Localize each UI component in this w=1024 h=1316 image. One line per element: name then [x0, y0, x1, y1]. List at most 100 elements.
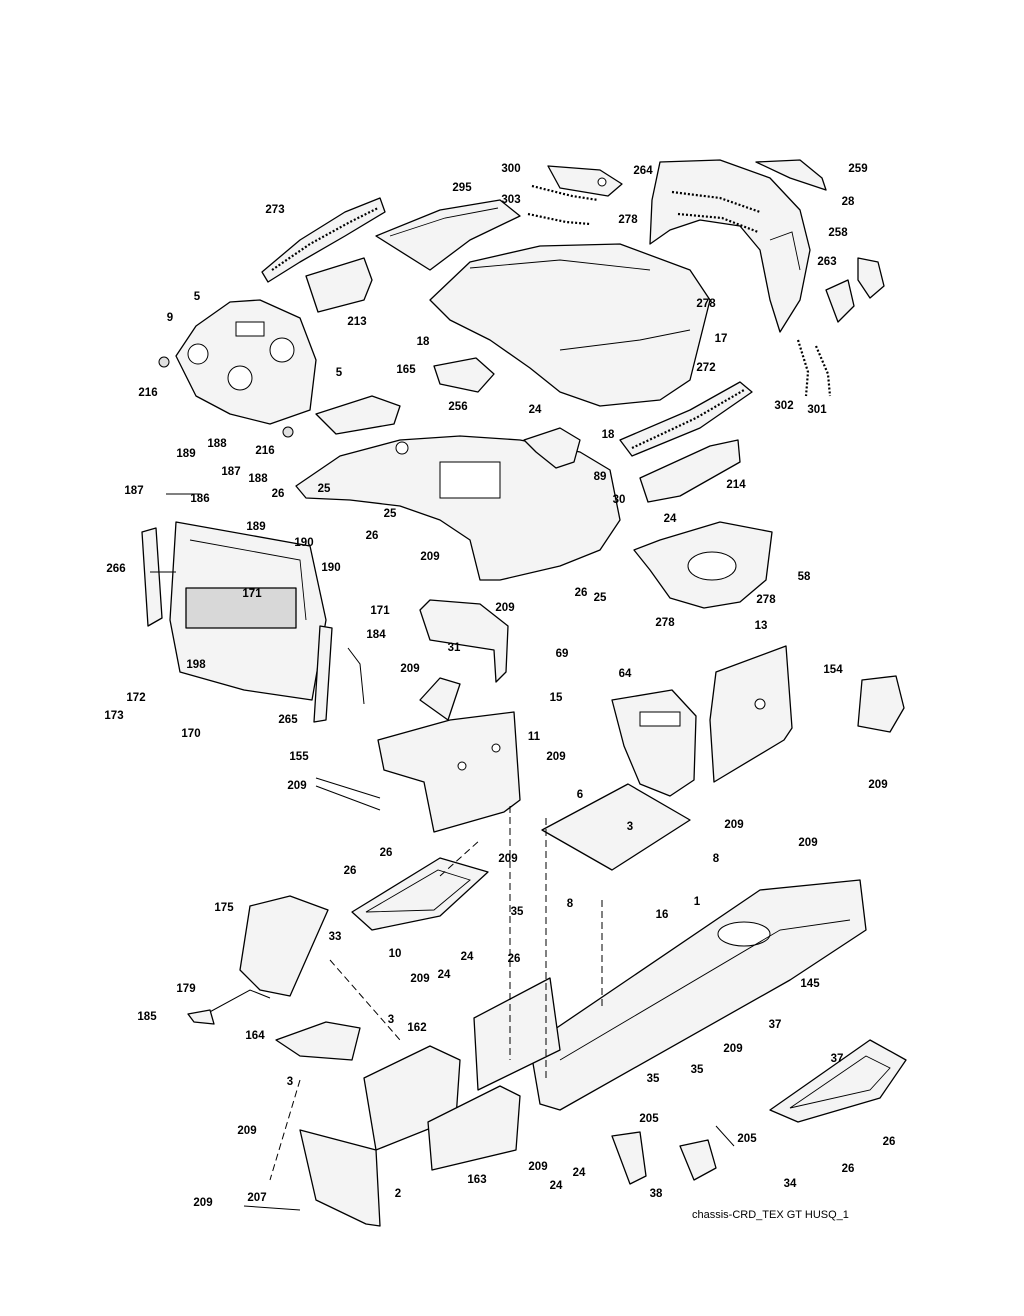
callout-205: 205: [737, 1133, 757, 1145]
diagram-caption: chassis-CRD_TEX GT HUSQ_1: [692, 1209, 849, 1221]
callout-209: 209: [546, 751, 565, 763]
part-216-knobs: [158, 356, 294, 438]
callout-26: 26: [366, 530, 379, 542]
callout-264: 264: [633, 165, 653, 177]
callout-8: 8: [567, 898, 574, 910]
callout-24: 24: [550, 1180, 563, 1192]
part-264-light-bracket: [547, 165, 623, 197]
callout-214: 214: [726, 479, 746, 491]
callout-3: 3: [287, 1076, 293, 1088]
callout-31: 31: [448, 642, 461, 654]
callout-209: 209: [287, 780, 306, 792]
callout-278: 278: [618, 214, 638, 226]
callout-209: 209: [237, 1125, 256, 1137]
callout-209: 209: [400, 663, 419, 675]
callout-209: 209: [528, 1161, 547, 1173]
callout-173: 173: [104, 710, 123, 722]
callout-213: 213: [347, 316, 366, 328]
callout-16: 16: [656, 909, 669, 921]
callout-24: 24: [529, 404, 542, 416]
part-31-bracket: [419, 599, 509, 683]
part-165-256-covers: [315, 357, 495, 435]
callout-175: 175: [214, 902, 234, 914]
callout-190: 190: [321, 562, 340, 574]
callout-1: 1: [694, 896, 701, 908]
part-38-brackets: [611, 1131, 717, 1185]
callout-258: 258: [828, 227, 848, 239]
callout-266: 266: [106, 563, 125, 575]
part-266-265-side-strips: [141, 527, 333, 723]
callout-216: 216: [255, 445, 274, 457]
callout-187: 187: [221, 466, 240, 478]
callout-64: 64: [619, 668, 632, 680]
part-154-hinge: [857, 675, 905, 733]
callout-58: 58: [798, 571, 811, 583]
part-13-side-plate: [709, 645, 793, 783]
callout-6: 6: [577, 789, 583, 801]
callout-89: 89: [594, 471, 607, 483]
callout-9: 9: [167, 312, 173, 324]
part-184-rod: [347, 647, 365, 705]
callout-198: 198: [186, 659, 206, 671]
callout-10: 10: [389, 948, 402, 960]
part-34-footrest: [769, 1039, 907, 1123]
part-33-pedal-frame: [351, 857, 489, 931]
callout-186: 186: [190, 493, 209, 505]
callout-28: 28: [842, 196, 855, 208]
callout-145: 145: [800, 978, 820, 990]
callout-3: 3: [388, 1014, 394, 1026]
callout-24: 24: [461, 951, 474, 963]
callout-18: 18: [602, 429, 615, 441]
callout-209: 209: [498, 853, 517, 865]
callout-26: 26: [883, 1136, 896, 1148]
part-155-bracket: [419, 677, 461, 721]
callout-179: 179: [176, 983, 195, 995]
part-179-185-lever: [187, 989, 271, 1025]
part-6-plate: [541, 783, 691, 871]
callout-188: 188: [207, 438, 227, 450]
callout-13: 13: [755, 620, 768, 632]
callout-38: 38: [650, 1188, 663, 1200]
callout-188: 188: [248, 473, 268, 485]
callout-272: 272: [696, 362, 715, 374]
callout-15: 15: [550, 692, 563, 704]
callout-278: 278: [655, 617, 675, 629]
callout-209: 209: [723, 1043, 742, 1055]
callout-171: 171: [370, 605, 390, 617]
callout-259: 259: [848, 163, 867, 175]
part-30-fender: [295, 435, 621, 581]
assembly-leaders: [150, 493, 735, 1211]
callout-8: 8: [713, 853, 720, 865]
callout-295: 295: [452, 182, 472, 194]
callout-25: 25: [594, 592, 607, 604]
callout-300: 300: [501, 163, 520, 175]
part-170-grille-frame: [169, 521, 327, 701]
part-58-mount: [633, 521, 773, 609]
part-64-cover: [611, 689, 697, 797]
callout-154: 154: [823, 664, 843, 676]
callout-26: 26: [575, 587, 588, 599]
callout-17: 17: [715, 333, 728, 345]
callout-164: 164: [245, 1030, 265, 1042]
callout-170: 170: [181, 728, 200, 740]
callout-209: 209: [868, 779, 887, 791]
part-301-302-strips: [796, 339, 832, 397]
callout-171: 171: [242, 588, 262, 600]
part-175-shield: [239, 895, 329, 997]
part-11-side-plate: [377, 711, 521, 833]
callout-25: 25: [384, 508, 397, 520]
part-300-303-strips: [527, 184, 599, 226]
callout-26: 26: [272, 488, 285, 500]
callout-265: 265: [278, 714, 298, 726]
part-1-main-frame: [529, 879, 867, 1111]
callout-25: 25: [318, 483, 331, 495]
callout-256: 256: [448, 401, 467, 413]
callout-35: 35: [647, 1073, 660, 1085]
callout-209: 209: [410, 973, 429, 985]
part-28-front-hood: [649, 159, 811, 333]
part-258-263-lights: [825, 257, 885, 323]
callout-24: 24: [664, 513, 677, 525]
callout-2: 2: [395, 1188, 401, 1200]
callout-3: 3: [627, 821, 633, 833]
